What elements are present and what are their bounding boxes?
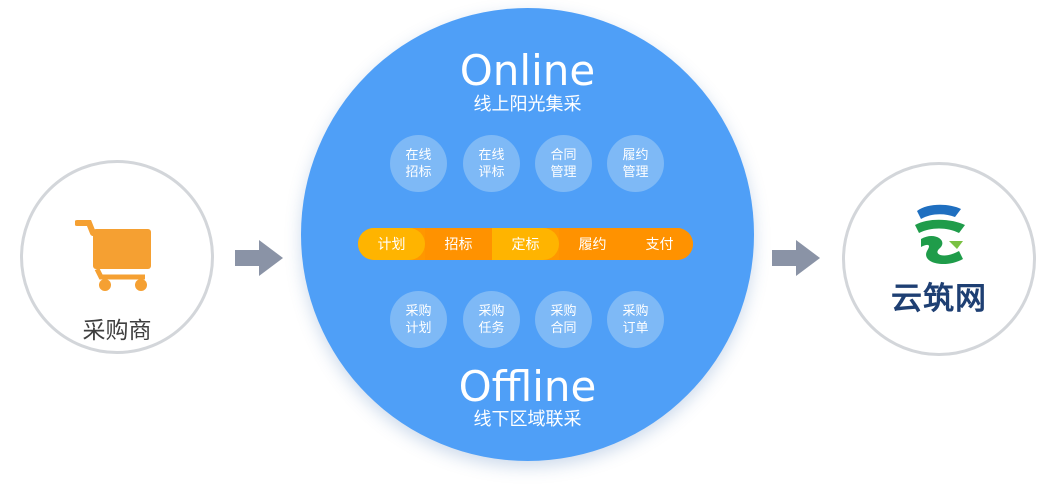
online-subtitle: 线上阳光集采 — [473, 94, 582, 115]
online-item: 合同 管理 — [535, 135, 592, 192]
offline-item: 采购 订单 — [607, 291, 664, 348]
offline-item: 采购 计划 — [390, 291, 447, 348]
process-step: 计划 — [358, 228, 425, 260]
arrow-right-icon — [235, 240, 283, 276]
platform-name: 云筑网 — [891, 281, 987, 317]
buyer-label: 采购商 — [82, 318, 152, 344]
yunzhu-logo-icon — [915, 204, 965, 265]
platform-node: 云筑网 — [842, 162, 1036, 356]
shopping-cart-icon — [75, 220, 151, 291]
process-step: 定标 — [492, 228, 559, 260]
buyer-node: 采购商 — [20, 160, 214, 354]
offline-title: Offline — [458, 362, 597, 411]
offline-item: 采购 合同 — [535, 291, 592, 348]
process-bar: 计划 招标 定标 履约 支付 — [358, 228, 693, 260]
online-item: 在线 评标 — [463, 135, 520, 192]
online-item: 履约 管理 — [607, 135, 664, 192]
online-item: 在线 招标 — [390, 135, 447, 192]
arrow-right-icon — [772, 240, 820, 276]
procurement-circle: Online 线上阳光集采 在线 招标 在线 评标 合同 管理 履约 管理 计划… — [301, 8, 754, 461]
offline-subtitle: 线下区域联采 — [473, 409, 582, 430]
process-step: 履约 — [559, 228, 626, 260]
process-step: 支付 — [626, 228, 693, 260]
online-title: Online — [459, 46, 596, 95]
offline-item: 采购 任务 — [463, 291, 520, 348]
process-step: 招标 — [425, 228, 492, 260]
